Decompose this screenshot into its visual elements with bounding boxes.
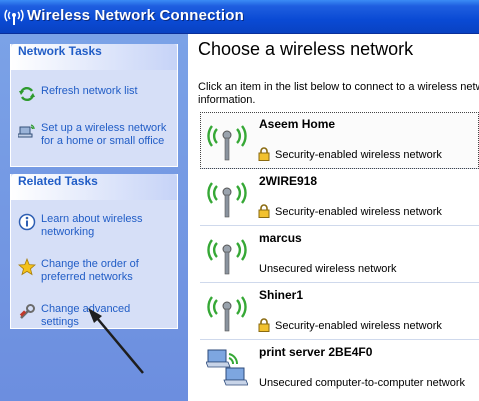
instruction-line-1: Click an item in the list below to conne… (198, 81, 479, 93)
network-security-status: Security-enabled wireless network (259, 149, 442, 161)
learn-about-wireless-link[interactable]: Learn about wireless networking (11, 207, 177, 245)
change-advanced-settings-link[interactable]: Change advanced settings (11, 297, 177, 335)
star-icon (18, 258, 36, 276)
change-order-preferred-link[interactable]: Change the order of preferred networks (11, 252, 177, 290)
network-item-2wire918[interactable]: 2WIRE918 Security-enabled wireless netwo… (200, 169, 479, 226)
network-list-panel: Choose a wireless network Click an item … (188, 34, 479, 401)
network-security-status: Unsecured computer-to-computer network (259, 377, 466, 389)
wireless-network-icon (4, 9, 24, 25)
access-point-icon (207, 239, 247, 275)
related-tasks-box: Related Tasks Learn about wireless netwo… (10, 174, 178, 329)
computer-to-computer-icon (206, 349, 248, 386)
setup-network-icon (18, 124, 35, 138)
page-title: Choose a wireless network (198, 39, 414, 59)
refresh-network-list-label: Refresh network list (41, 85, 138, 97)
set-up-wireless-network-label-line1: Set up a wireless network (41, 122, 167, 134)
info-icon (18, 213, 36, 231)
network-security-status-text: Security-enabled wireless network (275, 149, 442, 161)
network-security-status-text: Security-enabled wireless network (275, 206, 442, 218)
access-point-icon (207, 296, 247, 332)
lock-icon (258, 147, 270, 161)
change-order-preferred-label-line2: preferred networks (41, 271, 133, 283)
network-security-status-text: Security-enabled wireless network (275, 320, 442, 332)
learn-about-wireless-label-line2: networking (41, 226, 95, 238)
network-tasks-box: Network Tasks Refresh network list Set (10, 44, 178, 167)
access-point-icon (207, 125, 247, 161)
network-name: marcus (259, 231, 302, 245)
lock-icon (258, 318, 270, 332)
network-name: Shiner1 (259, 288, 304, 302)
set-up-wireless-network-link[interactable]: Set up a wireless network for a home or … (11, 116, 177, 154)
network-security-status: Security-enabled wireless network (259, 320, 442, 332)
network-tasks-header[interactable]: Network Tasks (11, 44, 177, 70)
network-name: print server 2BE4F0 (259, 345, 373, 359)
network-item-shiner1[interactable]: Shiner1 Security-enabled wireless networ… (200, 283, 479, 340)
network-item-aseem-home[interactable]: Aseem Home Security-enabled wireless net… (200, 112, 479, 169)
refresh-network-list-link[interactable]: Refresh network list (11, 79, 177, 104)
lock-icon (258, 204, 270, 218)
settings-icon (19, 304, 35, 319)
change-advanced-settings-label-line2: settings (41, 316, 79, 328)
access-point-icon (207, 182, 247, 218)
network-security-status: Unsecured wireless network (259, 263, 397, 275)
set-up-wireless-network-label-line2: for a home or small office (41, 135, 165, 147)
instruction-line-2: information. (198, 94, 256, 106)
network-name: Aseem Home (259, 117, 336, 131)
window-title: Wireless Network Connection (27, 7, 244, 24)
change-advanced-settings-label-line1: Change advanced (41, 303, 131, 315)
network-item-print-server[interactable]: print server 2BE4F0 Unsecured computer-t… (200, 340, 479, 396)
related-tasks-header[interactable]: Related Tasks (11, 174, 177, 200)
title-bar[interactable]: Wireless Network Connection (0, 0, 479, 34)
instruction-text: Click an item in the list below to conne… (198, 81, 479, 107)
task-pane: Network Tasks Refresh network list Set (0, 34, 188, 401)
learn-about-wireless-label-line1: Learn about wireless (41, 213, 143, 225)
network-item-marcus[interactable]: marcus Unsecured wireless network (200, 226, 479, 283)
network-security-status: Security-enabled wireless network (259, 206, 442, 218)
refresh-icon (19, 86, 35, 102)
wireless-network-list: Aseem Home Security-enabled wireless net… (200, 112, 479, 396)
change-order-preferred-label-line1: Change the order of (41, 258, 139, 270)
network-name: 2WIRE918 (259, 174, 318, 188)
